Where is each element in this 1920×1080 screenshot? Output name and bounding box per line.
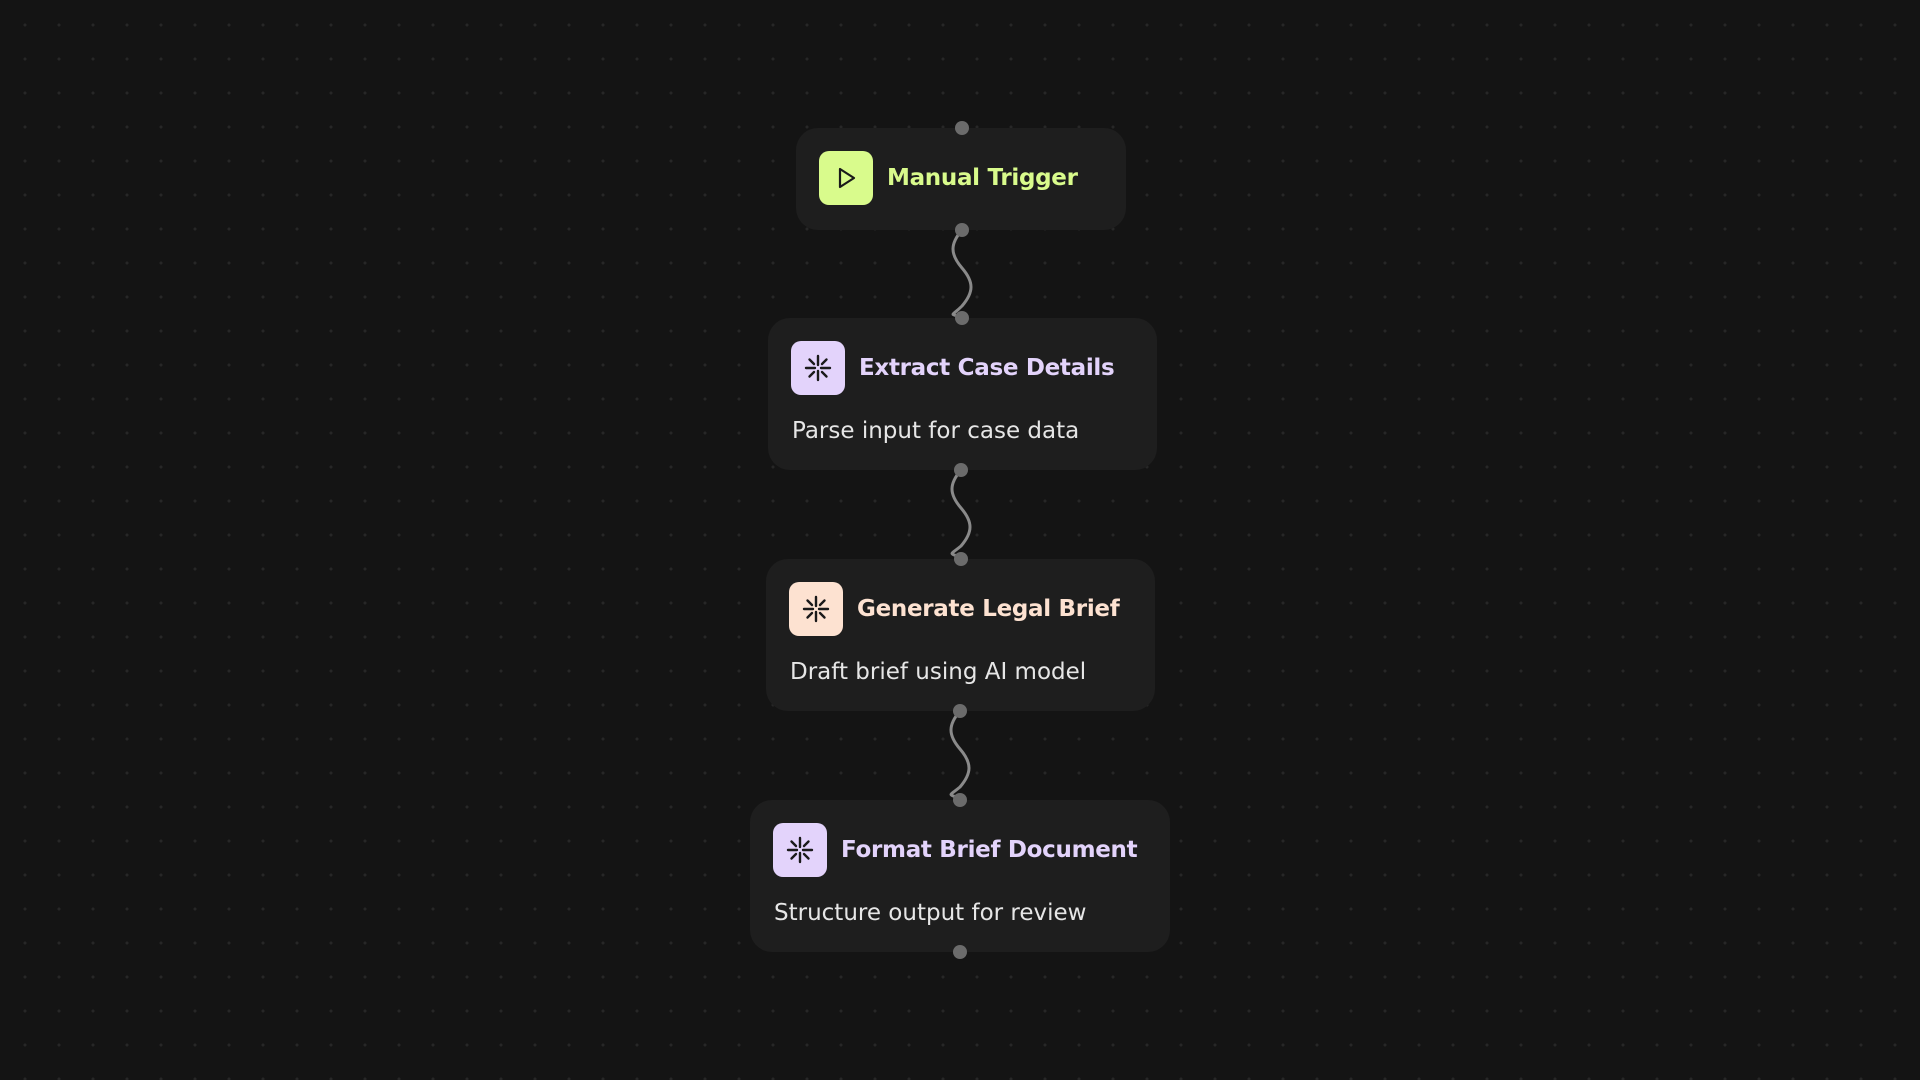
play-icon [838,167,856,189]
sparkle-asterisk-icon [802,595,830,623]
node-manual-trigger[interactable]: Manual Trigger [796,128,1126,230]
node-icon-box [773,823,827,877]
node-description: Draft brief using AI model [790,659,1087,685]
node-generate-legal-brief[interactable]: Generate Legal Brief Draft brief using A… [766,559,1155,711]
node-title: Extract Case Details [859,355,1115,381]
node-header: Extract Case Details [791,341,1115,395]
sparkle-asterisk-icon [804,354,832,382]
handle-trigger-input[interactable] [955,121,969,135]
node-header: Format Brief Document [773,823,1138,877]
node-icon-box [789,582,843,636]
sparkle-asterisk-icon [786,836,814,864]
handle-extract-input[interactable] [955,311,969,325]
node-title: Generate Legal Brief [857,596,1120,622]
node-icon-box [819,151,873,205]
edge-trigger-to-extract[interactable] [951,228,973,320]
node-title: Format Brief Document [841,837,1138,863]
handle-trigger-output[interactable] [955,223,969,237]
handle-generate-output[interactable] [953,704,967,718]
edge-generate-to-format[interactable] [949,709,971,801]
handle-format-output[interactable] [953,945,967,959]
node-header: Generate Legal Brief [789,582,1120,636]
edge-extract-to-generate[interactable] [950,468,972,560]
handle-extract-output[interactable] [954,463,968,477]
node-header: Manual Trigger [819,151,1078,205]
handle-generate-input[interactable] [954,552,968,566]
node-description: Structure output for review [774,900,1087,926]
node-title: Manual Trigger [887,165,1078,191]
node-extract-case-details[interactable]: Extract Case Details Parse input for cas… [768,318,1157,470]
node-description: Parse input for case data [792,418,1080,444]
handle-format-input[interactable] [953,793,967,807]
node-format-brief-document[interactable]: Format Brief Document Structure output f… [750,800,1170,952]
node-icon-box [791,341,845,395]
